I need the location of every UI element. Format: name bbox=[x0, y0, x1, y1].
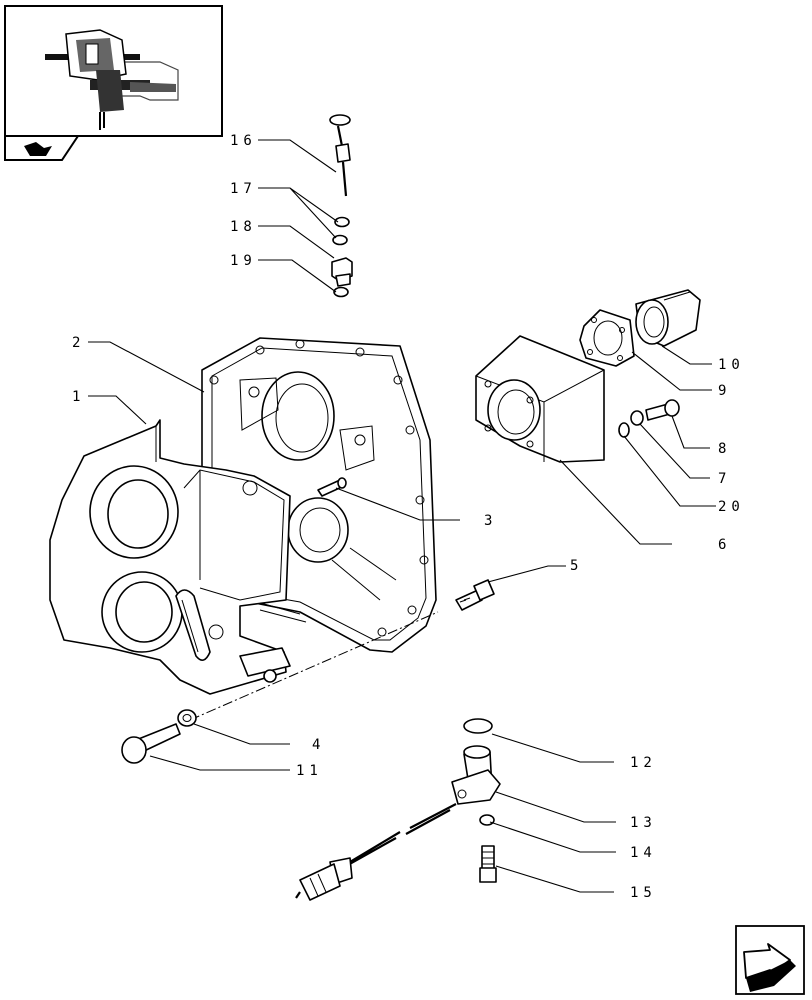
dowel-pin bbox=[317, 477, 347, 497]
washer-19 bbox=[333, 286, 349, 298]
callout-13: 13 bbox=[630, 815, 657, 831]
callout-9: 9 bbox=[718, 383, 731, 399]
callout-11: 11 bbox=[296, 763, 323, 779]
bolt-5 bbox=[455, 579, 495, 611]
callout-14: 14 bbox=[630, 845, 657, 861]
washer-20 bbox=[618, 422, 630, 438]
assembly-thumbnail-icon[interactable] bbox=[4, 5, 223, 137]
bolt-8 bbox=[645, 399, 680, 421]
callout-1: 1 bbox=[72, 389, 85, 405]
callout-5: 5 bbox=[570, 558, 583, 574]
o-ring-17a bbox=[334, 216, 350, 228]
bolt-11 bbox=[121, 723, 181, 764]
pto-housing bbox=[475, 335, 605, 463]
front-cover bbox=[49, 419, 291, 695]
callout-19: 19 bbox=[230, 253, 257, 269]
callout-16: 16 bbox=[230, 133, 257, 149]
callout-17: 17 bbox=[230, 181, 257, 197]
callout-7: 7 bbox=[718, 471, 731, 487]
callout-3: 3 bbox=[484, 513, 497, 529]
plug-18 bbox=[331, 257, 353, 287]
callout-18: 18 bbox=[230, 219, 257, 235]
alignment-line bbox=[189, 611, 439, 721]
callout-4: 4 bbox=[312, 737, 325, 753]
o-ring-12 bbox=[463, 718, 493, 734]
washer-7 bbox=[630, 410, 644, 426]
bolt-15 bbox=[479, 845, 497, 883]
callout-8: 8 bbox=[718, 441, 731, 457]
callout-20: 20 bbox=[718, 499, 745, 515]
sensor-13 bbox=[295, 745, 501, 901]
next-page-arrow-icon[interactable] bbox=[735, 925, 805, 995]
sleeve-10 bbox=[635, 289, 701, 347]
o-ring-17b bbox=[332, 234, 348, 246]
leader-lines bbox=[88, 139, 716, 893]
dipstick-16 bbox=[329, 114, 351, 197]
back-arrow-icon[interactable] bbox=[4, 135, 80, 161]
callout-6: 6 bbox=[718, 537, 731, 553]
washer-4 bbox=[177, 709, 197, 727]
washer-14 bbox=[479, 814, 495, 826]
callout-2: 2 bbox=[72, 335, 85, 351]
callout-15: 15 bbox=[630, 885, 657, 901]
callout-12: 12 bbox=[630, 755, 657, 771]
gasket-9 bbox=[579, 309, 635, 367]
callout-10: 10 bbox=[718, 357, 745, 373]
